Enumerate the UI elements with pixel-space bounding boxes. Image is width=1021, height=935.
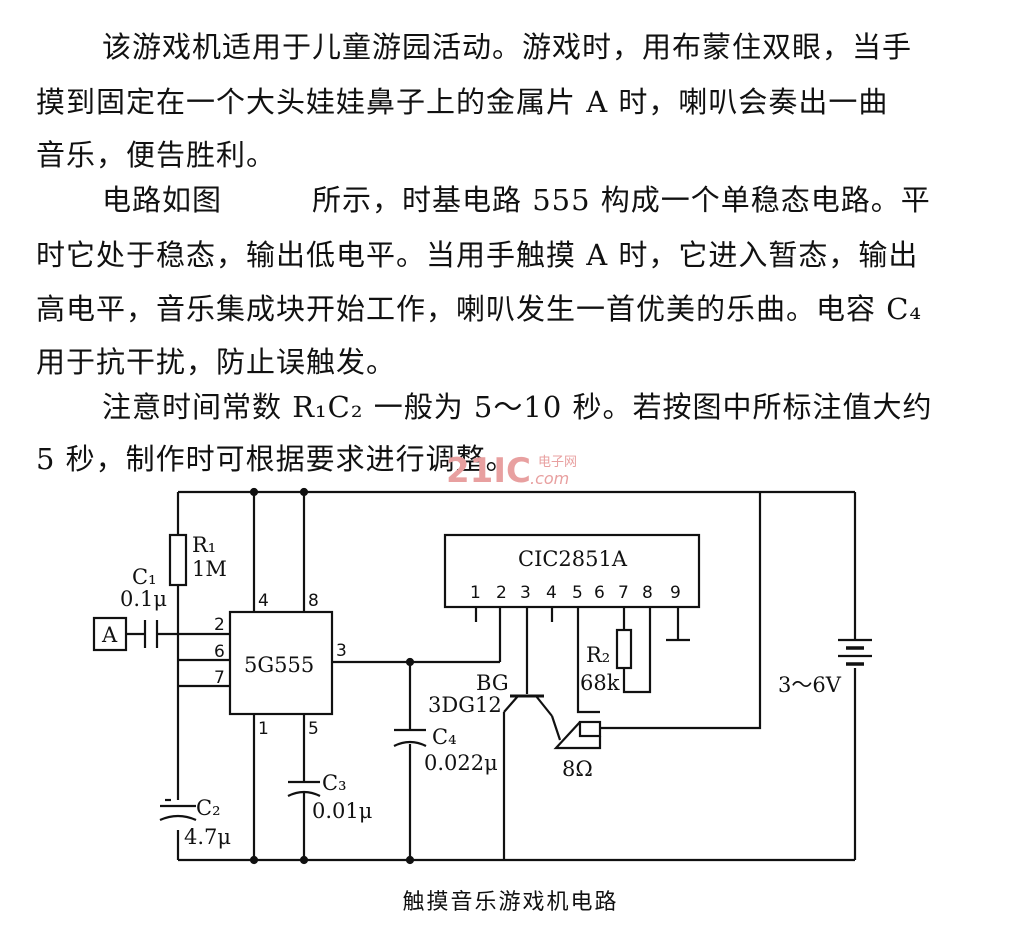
pin-label: 8 [308, 591, 319, 611]
pin-label: 2 [496, 583, 507, 603]
pin-label: 1 [258, 719, 269, 739]
c4-ref: C₄ [432, 725, 457, 749]
c2-ref: C₂ [196, 796, 221, 820]
pin-label: 8 [642, 583, 653, 603]
text-line: 该游戏机适用于儿童游园活动。游戏时，用布蒙住双眼，当手 [102, 30, 913, 64]
pin-label: 1 [470, 583, 481, 603]
c1-value: 0.1μ [120, 587, 167, 611]
watermark-sub2: .com [530, 469, 569, 488]
capacitor-c2 [159, 798, 197, 822]
c1-ref: C₁ [132, 565, 157, 589]
c2-value: 4.7μ [184, 825, 231, 849]
pin-label: 4 [258, 591, 269, 611]
pin-label: 5 [572, 583, 583, 603]
text-line: 5 秒，制作时可根据要求进行调整。 [36, 442, 516, 476]
pin-label: 3 [520, 583, 531, 603]
figure-caption: 触摸音乐游戏机电路 [402, 890, 619, 915]
pin-label: 9 [670, 583, 681, 603]
speaker-body [578, 720, 602, 738]
speaker-cone [553, 721, 602, 750]
wire-pins-4-8 [252, 492, 306, 612]
ic-music [443, 533, 701, 609]
watermark-sub1: 电子网 [538, 455, 577, 470]
transistor-ref: BG [476, 671, 509, 695]
pin-label: 4 [546, 583, 557, 603]
r1-value: 1M [192, 557, 227, 581]
text-line: 高电平，音乐集成块开始工作，喇叭发生一首优美的乐曲。电容 C₄ [36, 292, 923, 326]
r2-ref: R₂ [586, 643, 610, 667]
ic-555-name: 5G555 [244, 653, 314, 677]
transistor-legs [503, 695, 553, 717]
junction-dot [299, 487, 309, 497]
r2-value: 68k [580, 671, 620, 695]
transistor-model: 3DG12 [428, 693, 502, 717]
r1-ref: R₁ [192, 533, 216, 557]
text-line: 时它处于稳态，输出低电平。当用手触摸 A 时，它进入暂态，输出 [36, 238, 919, 272]
pin-label: 7 [214, 668, 225, 688]
watermark-logo-text: 21IC [446, 451, 531, 491]
text-line: 摸到固定在一个大头娃娃鼻子上的金属片 A 时，喇叭会奏出一曲 [36, 85, 889, 119]
pin-label: 3 [336, 641, 347, 661]
junction-dot [405, 855, 415, 865]
battery-value: 3～6V [778, 673, 842, 697]
junction-dot [249, 855, 259, 865]
touch-plate-label: A [101, 623, 118, 647]
pin-label: 2 [214, 615, 225, 635]
wire-pins-6-7 [178, 658, 230, 688]
junction-dot [299, 855, 309, 865]
wire-music-pins [474, 607, 680, 714]
c3-value: 0.01μ [312, 799, 372, 823]
text-line: 电路如图 所示，时基电路 555 构成一个单稳态电路。平 [102, 183, 931, 217]
capacitor-c3-plate [287, 790, 321, 797]
capacitor-c4-plate [393, 740, 427, 747]
wire-speaker [550, 492, 762, 741]
c3-ref: C₃ [322, 771, 347, 795]
c4-value: 0.022μ [424, 751, 498, 775]
pin-label: 5 [308, 719, 319, 739]
pin-label: 6 [214, 642, 225, 662]
pin-label: 7 [618, 583, 629, 603]
ic-music-name: CIC2851A [518, 547, 628, 571]
text-line: 音乐，便告胜利。 [36, 138, 277, 172]
pin-label: 6 [594, 583, 605, 603]
junction-dot [249, 487, 259, 497]
text-line: 注意时间常数 R₁C₂ 一般为 5～10 秒。若按图中所标注值大约 [102, 390, 933, 424]
speaker-value: 8Ω [562, 757, 593, 781]
text-line: 用于抗干扰，防止误触发。 [36, 345, 397, 379]
resistor-r2 [615, 628, 633, 670]
resistor-r1 [168, 533, 188, 587]
battery-symbol [838, 638, 872, 666]
watermark-logo: 21IC 电子网 .com [446, 451, 577, 491]
